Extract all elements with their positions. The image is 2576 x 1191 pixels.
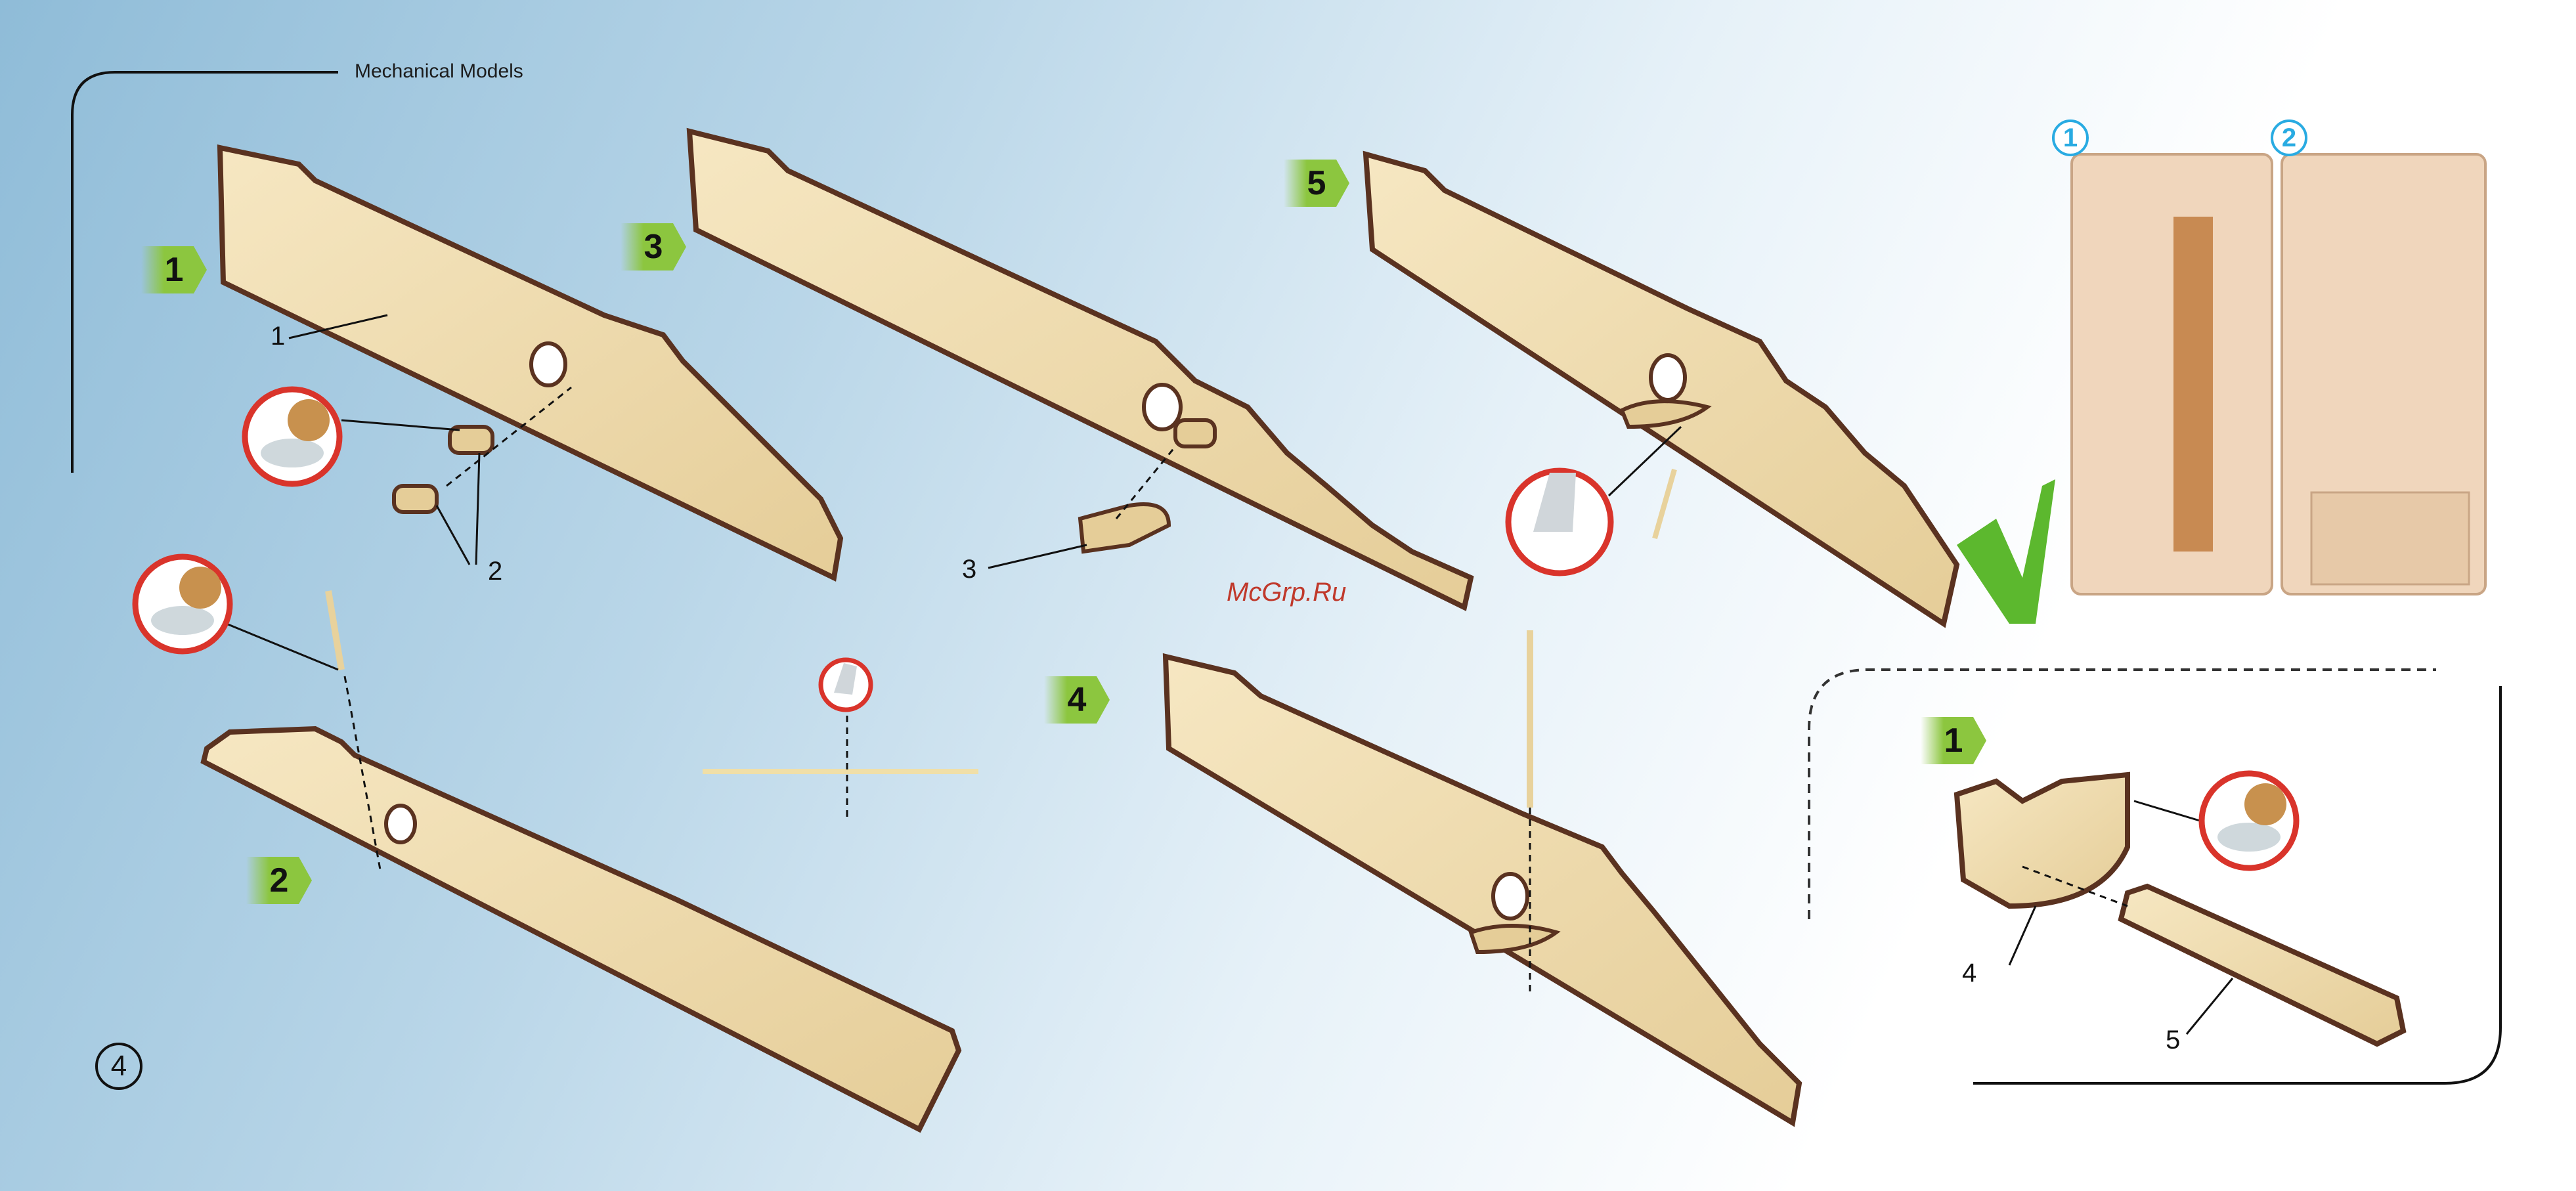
small-part-3 <box>1080 504 1169 552</box>
step-badge-4: 4 <box>1044 676 1110 724</box>
sheet-number-2: 2 <box>2271 119 2307 156</box>
knife-icon <box>1508 471 1611 573</box>
part-4 <box>1957 775 2128 906</box>
substep-badge-1: 1 <box>1921 717 1986 764</box>
plank-piece-step2 <box>204 729 959 1129</box>
small-part-2a <box>394 486 437 512</box>
step-badge-1: 1 <box>141 246 207 293</box>
knife-icon-small <box>821 660 871 710</box>
checkmark-icon <box>1957 479 2055 624</box>
wall-piece-step5 <box>1366 154 1957 624</box>
glue-pot-icon <box>2202 773 2296 868</box>
watermark-text: McGrp.Ru <box>1227 578 1346 607</box>
toothpick-icon <box>328 591 341 670</box>
callout-part-1: 1 <box>271 322 285 351</box>
step-badge-5: 5 <box>1284 160 1349 207</box>
glue-pot-icon <box>135 557 230 651</box>
callout-part-5: 5 <box>2166 1026 2180 1055</box>
step-badge-3: 3 <box>621 223 686 271</box>
step-badge-2: 2 <box>246 857 312 904</box>
toothpick-icon <box>1655 469 1674 538</box>
parts-sheet-2 <box>2282 154 2485 594</box>
sheet-number-1: 1 <box>2052 119 2089 156</box>
callout-part-4: 4 <box>1962 959 1976 988</box>
wall-piece-step4 <box>1166 657 1799 1123</box>
page-number: 4 <box>95 1043 142 1090</box>
part-5 <box>2121 886 2403 1044</box>
glue-pot-icon <box>245 389 339 484</box>
callout-part-3: 3 <box>962 555 976 584</box>
callout-part-2: 2 <box>488 557 502 586</box>
parts-sheet-1 <box>2072 154 2272 594</box>
